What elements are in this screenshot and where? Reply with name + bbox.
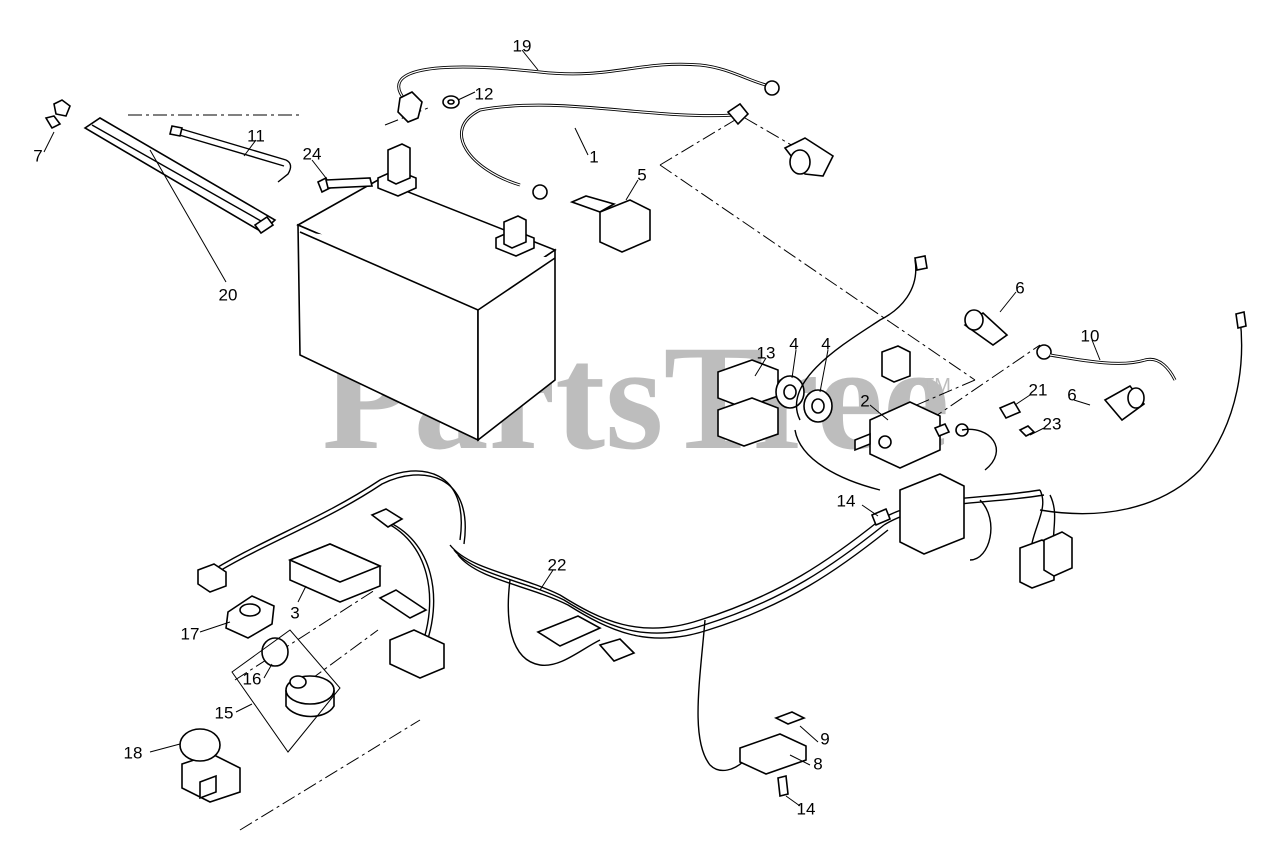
callout-14: 14 <box>837 491 856 510</box>
battery-cable-19 <box>397 62 780 123</box>
relay <box>717 359 779 447</box>
connector <box>739 711 807 797</box>
callout-18: 18 <box>124 743 143 762</box>
callout-4: 4 <box>821 334 830 353</box>
battery-cable-1 <box>460 102 750 200</box>
callout-24: 24 <box>303 144 322 163</box>
alignment-line <box>659 164 976 381</box>
alignment-lines <box>128 107 1041 831</box>
alignment-line <box>234 589 376 681</box>
callout-13: 13 <box>757 343 776 362</box>
alignment-line <box>659 119 736 166</box>
callout-19: 19 <box>513 36 532 55</box>
alignment-line <box>929 344 1041 421</box>
wire-harness <box>197 255 1073 772</box>
module <box>287 543 383 603</box>
callout-16: 16 <box>243 669 262 688</box>
callout-14: 14 <box>797 799 816 818</box>
push-button-switch <box>179 728 241 803</box>
callout-3: 3 <box>290 603 299 622</box>
switch-knob <box>261 637 289 667</box>
callout-6: 6 <box>1015 278 1024 297</box>
leader-lines <box>43 49 1101 807</box>
hold-down-bolt <box>169 125 292 183</box>
callout-15: 15 <box>215 703 234 722</box>
alignment-line <box>309 629 379 681</box>
solenoid-wiring <box>955 309 1247 515</box>
callout-21: 21 <box>1029 380 1048 399</box>
key-switch-bezel <box>225 595 275 639</box>
washer <box>442 95 460 109</box>
starter-solenoid <box>854 401 951 469</box>
callout-12: 12 <box>475 84 494 103</box>
terminal-boot-top-right <box>783 137 835 177</box>
callout-5: 5 <box>637 165 646 184</box>
callout-6: 6 <box>1067 385 1076 404</box>
alignment-line <box>384 107 429 126</box>
battery-bolt <box>316 176 374 194</box>
callout-2: 2 <box>860 391 869 410</box>
callout-9: 9 <box>820 729 829 748</box>
callout-17: 17 <box>181 624 200 643</box>
callout-11: 11 <box>247 126 265 145</box>
callout-20: 20 <box>219 285 238 304</box>
switch-group-outline <box>231 629 341 753</box>
callout-1: 1 <box>589 147 598 166</box>
screw-near-solenoid <box>870 507 892 527</box>
callout-10: 10 <box>1081 326 1100 345</box>
key-switch <box>285 675 335 718</box>
battery <box>296 143 557 442</box>
callout-7: 7 <box>33 146 42 165</box>
watermark-trademark: TM <box>922 375 951 397</box>
callout-22: 22 <box>548 555 567 574</box>
callout-8: 8 <box>813 754 822 773</box>
terminal-boot-5 <box>569 195 651 253</box>
callout-23: 23 <box>1043 414 1062 433</box>
wing-nut <box>44 99 71 130</box>
callout-4: 4 <box>789 334 798 353</box>
alignment-line <box>239 719 421 831</box>
battery-hold-down-rod <box>83 117 277 235</box>
